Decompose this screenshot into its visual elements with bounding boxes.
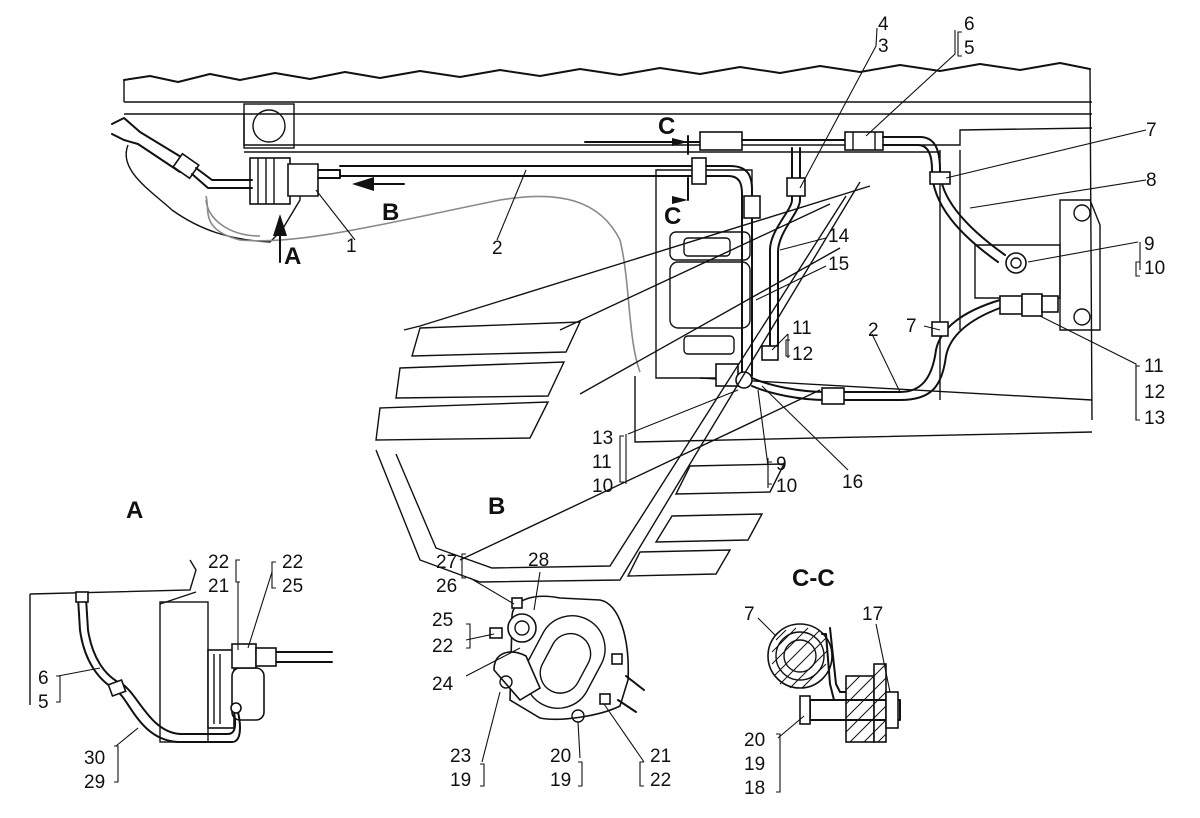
- callout-label: 19: [744, 754, 765, 775]
- callout-label: 18: [744, 778, 765, 799]
- callout-label: 12: [792, 344, 813, 365]
- callout-label: 30: [84, 748, 105, 769]
- detail-b-title: B: [488, 493, 505, 520]
- pipe-line-2: [339, 165, 753, 376]
- callout-label: 7: [906, 316, 917, 337]
- callout-label: 27: [436, 552, 457, 573]
- frame-broken-edge: [123, 62, 1091, 83]
- callout-label: 19: [550, 770, 571, 791]
- callout-label: 1: [346, 236, 357, 257]
- callout-label: 4: [878, 14, 889, 35]
- callout-label: 24: [432, 674, 454, 695]
- callout-label: 6: [964, 14, 975, 35]
- detail-view-b: B 27 26 28 25 22 24 23 19 20 1: [432, 493, 671, 791]
- callout-label: 10: [1144, 258, 1165, 279]
- callout-label: 23: [450, 746, 471, 767]
- callout-label: 25: [432, 610, 453, 631]
- callout-label: 3: [878, 36, 889, 57]
- callout-label: 22: [650, 770, 671, 791]
- bracket-plate: [1059, 199, 1101, 331]
- main-view: A B C C 1 2 4 3 6 5 7 8 9 10 14 15 11 12…: [111, 14, 1165, 583]
- callout-label: 15: [828, 254, 849, 275]
- section-arrow-c-label: C: [664, 203, 681, 230]
- callout-label: 9: [1144, 234, 1155, 255]
- section-c-c: C-C 7 17 20 19 18: [744, 565, 901, 799]
- view-arrow-b-label: B: [382, 199, 399, 226]
- callout-label: 7: [1146, 120, 1157, 141]
- callout-label: 2: [492, 238, 503, 259]
- callout-label: 12: [1144, 382, 1165, 403]
- callout-label: 19: [450, 770, 471, 791]
- callout-label: 21: [650, 746, 671, 767]
- callout-label: 5: [38, 692, 49, 713]
- phantom-outline-group: [375, 181, 871, 583]
- view-arrow-a-label: A: [284, 243, 301, 270]
- callout-label: 20: [744, 730, 765, 751]
- callout-label: 11: [592, 452, 612, 473]
- callout-label: 5: [964, 38, 975, 59]
- callout-label: 17: [862, 604, 883, 625]
- callout-label: 22: [432, 636, 453, 657]
- callout-label: 22: [208, 552, 229, 573]
- callout-label: 13: [592, 428, 613, 449]
- callout-label: 11: [1144, 356, 1164, 377]
- callout-label: 14: [828, 226, 850, 247]
- callout-label: 9: [776, 454, 787, 475]
- callout-label: 6: [38, 668, 49, 689]
- callout-label: 11: [792, 318, 812, 339]
- callout-label: 21: [208, 576, 229, 597]
- callout-label: 20: [550, 746, 571, 767]
- callout-label: 16: [842, 472, 863, 493]
- callout-label: 25: [282, 576, 303, 597]
- section-cc-title: C-C: [792, 565, 835, 592]
- detail-view-a: A 22 21 22 25 6 5 30 29: [29, 497, 333, 793]
- callout-label: 29: [84, 772, 105, 793]
- callout-label: 26: [436, 576, 457, 597]
- detail-a-title: A: [126, 497, 143, 524]
- callout-label: 13: [1144, 408, 1165, 429]
- callout-label: 10: [592, 476, 613, 497]
- callout-label: 8: [1146, 170, 1157, 191]
- callout-label: 22: [282, 552, 303, 573]
- callout-label: 2: [868, 320, 879, 341]
- callout-label: 28: [528, 550, 549, 571]
- section-arrow-c-label: C: [658, 113, 675, 140]
- callout-label: 10: [776, 476, 797, 497]
- callout-label: 7: [744, 604, 755, 625]
